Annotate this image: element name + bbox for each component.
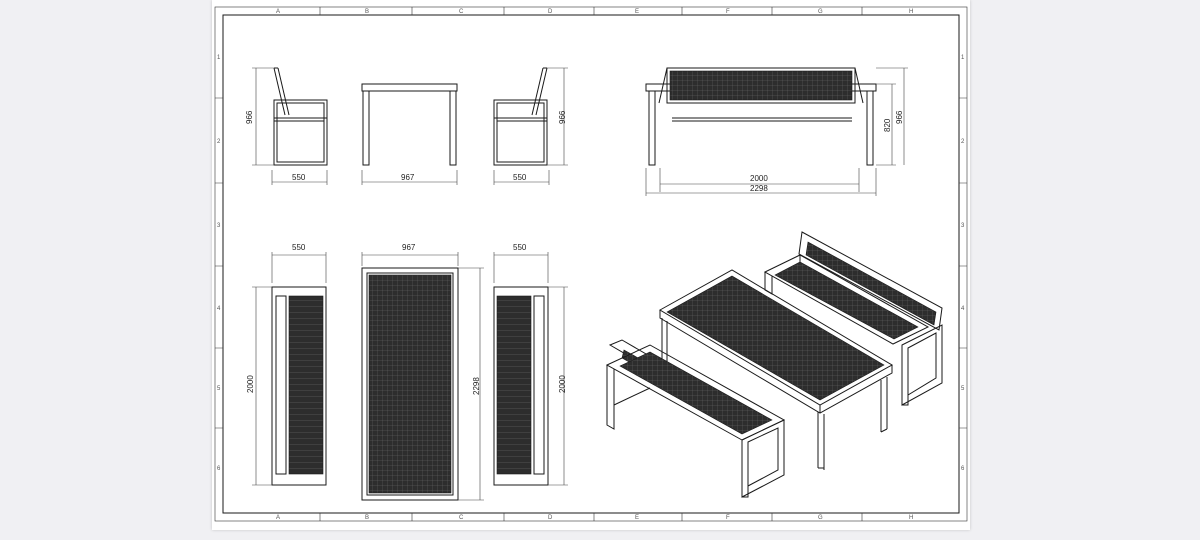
- dim-table-length-top: 2298: [472, 377, 481, 395]
- outer-frame: [214, 6, 968, 522]
- zone-row-4-right: 4: [961, 306, 965, 312]
- zone-col-e: E: [635, 9, 639, 15]
- zone-row-6: 6: [217, 466, 221, 472]
- zone-row-4: 4: [217, 306, 221, 312]
- technical-drawing: A B C D E F G H A B C D E F G H 1 2 3 4 …: [214, 6, 968, 522]
- right-bench-end-view: [493, 67, 568, 185]
- zone-col-c-bottom: C: [459, 515, 464, 521]
- dim-table-height-side: 820: [883, 118, 892, 132]
- table-top-view: [361, 252, 484, 501]
- zone-col-f-bottom: F: [726, 515, 730, 521]
- zone-col-h-bottom: H: [909, 515, 913, 521]
- zone-labels-left: 1 2 3 4 5 6: [217, 55, 221, 472]
- zone-row-1-right: 1: [961, 55, 965, 61]
- dim-right-bench-width-top: 550: [513, 243, 527, 252]
- dim-bench-height-side: 966: [895, 110, 904, 124]
- zone-col-b: B: [365, 9, 369, 15]
- dim-left-bench-width-front: 550: [292, 173, 306, 182]
- isometric-view: [605, 231, 943, 498]
- dim-table-length-side: 2298: [750, 184, 768, 193]
- zone-row-5: 5: [217, 386, 221, 392]
- zone-row-6-right: 6: [961, 466, 965, 472]
- inner-frame: [222, 14, 960, 514]
- zone-col-a: A: [276, 9, 280, 15]
- zone-labels-right: 1 2 3 4 5 6: [961, 55, 965, 472]
- dim-left-bench-height: 966: [245, 110, 254, 124]
- zone-col-h: H: [909, 9, 913, 15]
- drawing-sheet: A B C D E F G H A B C D E F G H 1 2 3 4 …: [212, 0, 970, 530]
- zone-row-3-right: 3: [961, 223, 965, 229]
- right-bench-top-view: [493, 252, 568, 486]
- side-view: [645, 67, 908, 196]
- zone-col-g: G: [818, 9, 823, 15]
- zone-col-d-bottom: D: [548, 515, 553, 521]
- dim-right-bench-height: 966: [558, 110, 567, 124]
- dim-bench-length-side: 2000: [750, 174, 768, 183]
- left-bench-end-view: [252, 67, 328, 185]
- zone-col-c: C: [459, 9, 464, 15]
- left-bench-top-view: [252, 252, 327, 486]
- zone-row-5-right: 5: [961, 386, 965, 392]
- zone-labels-top: A B C D E F G H: [276, 9, 913, 15]
- zone-row-3: 3: [217, 223, 221, 229]
- dim-right-bench-width-front: 550: [513, 173, 527, 182]
- dim-left-bench-width-top: 550: [292, 243, 306, 252]
- zone-col-f: F: [726, 9, 730, 15]
- zone-ticks: [215, 7, 967, 521]
- dim-right-bench-length-top: 2000: [558, 375, 567, 393]
- zone-col-a-bottom: A: [276, 515, 280, 521]
- zone-labels-bottom: A B C D E F G H: [276, 515, 913, 521]
- dim-left-bench-length-top: 2000: [246, 375, 255, 393]
- zone-col-g-bottom: G: [818, 515, 823, 521]
- table-end-view: [361, 83, 458, 185]
- zone-row-1: 1: [217, 55, 221, 61]
- dim-table-width-front: 967: [401, 173, 415, 182]
- dim-table-width-top: 967: [402, 243, 416, 252]
- zone-col-d: D: [548, 9, 553, 15]
- zone-row-2: 2: [217, 139, 221, 145]
- zone-row-2-right: 2: [961, 139, 965, 145]
- zone-col-e-bottom: E: [635, 515, 639, 521]
- zone-col-b-bottom: B: [365, 515, 369, 521]
